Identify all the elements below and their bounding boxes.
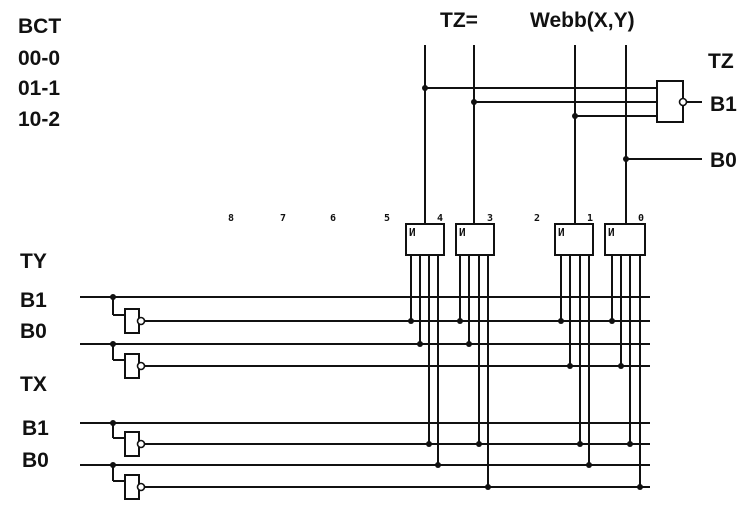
and-gate-3 [455,223,495,256]
junction-dot [435,462,441,468]
function-label: Webb(X,Y) [530,9,635,32]
and-gate-0 [604,223,646,256]
gate-label: И [459,226,466,239]
legend-row: 10-2 [18,108,60,131]
column-number: 5 [384,213,390,224]
column-number: 6 [330,213,336,224]
column-numbers: 8 7 6 5 4 3 2 1 0 [228,213,644,224]
column-number: 2 [534,213,540,224]
inversion-bubble-icon [678,97,688,107]
wires [80,45,702,500]
junction-dot [457,318,463,324]
gate-label: И [409,226,416,239]
junction-dot [476,441,482,447]
junction-dot [426,441,432,447]
tz-b1-label: B1 [710,93,737,116]
tx-b0-label: B0 [22,449,49,472]
junction-dot [577,441,583,447]
inversion-bubble-icon [136,482,146,492]
column-number: 0 [638,213,644,224]
inversion-bubble-icon [136,439,146,449]
and-gate-4 [405,223,445,256]
ty-label: TY [20,250,47,273]
tz-b0-label: B0 [710,149,737,172]
column-number: 1 [587,213,593,224]
legend-title: BCT [18,15,61,38]
junction-dot [609,318,615,324]
junction-dot [567,363,573,369]
gate-label: И [608,226,615,239]
junction-dot [408,318,414,324]
legend: BCT 00-0 01-1 10-2 [18,15,61,131]
tx-label: TX [20,373,47,396]
junction-dot [586,462,592,468]
junction-dot [417,341,423,347]
legend-row: 00-0 [18,47,60,70]
junction-dot [485,484,491,490]
inversion-bubble-icon [136,316,146,326]
tx-b1-label: B1 [22,417,49,440]
junction-dot [558,318,564,324]
junction-dot [618,363,624,369]
column-number: 4 [437,213,443,224]
column-number: 7 [280,213,286,224]
ty-b1-label: B1 [20,289,47,312]
and-gate-1 [554,223,594,256]
column-number: 8 [228,213,234,224]
legend-row: 01-1 [18,77,60,100]
junction-dot [466,341,472,347]
and-gates: И И И И [405,223,646,256]
junction-dot [637,484,643,490]
inversion-bubble-icon [136,361,146,371]
tz-equals-label: TZ= [440,9,478,32]
junction-dot [627,441,633,447]
ty-b0-label: B0 [20,320,47,343]
nor-gate [656,80,702,123]
gate-label: И [558,226,565,239]
tz-output-title: TZ [708,50,734,73]
column-number: 3 [487,213,493,224]
